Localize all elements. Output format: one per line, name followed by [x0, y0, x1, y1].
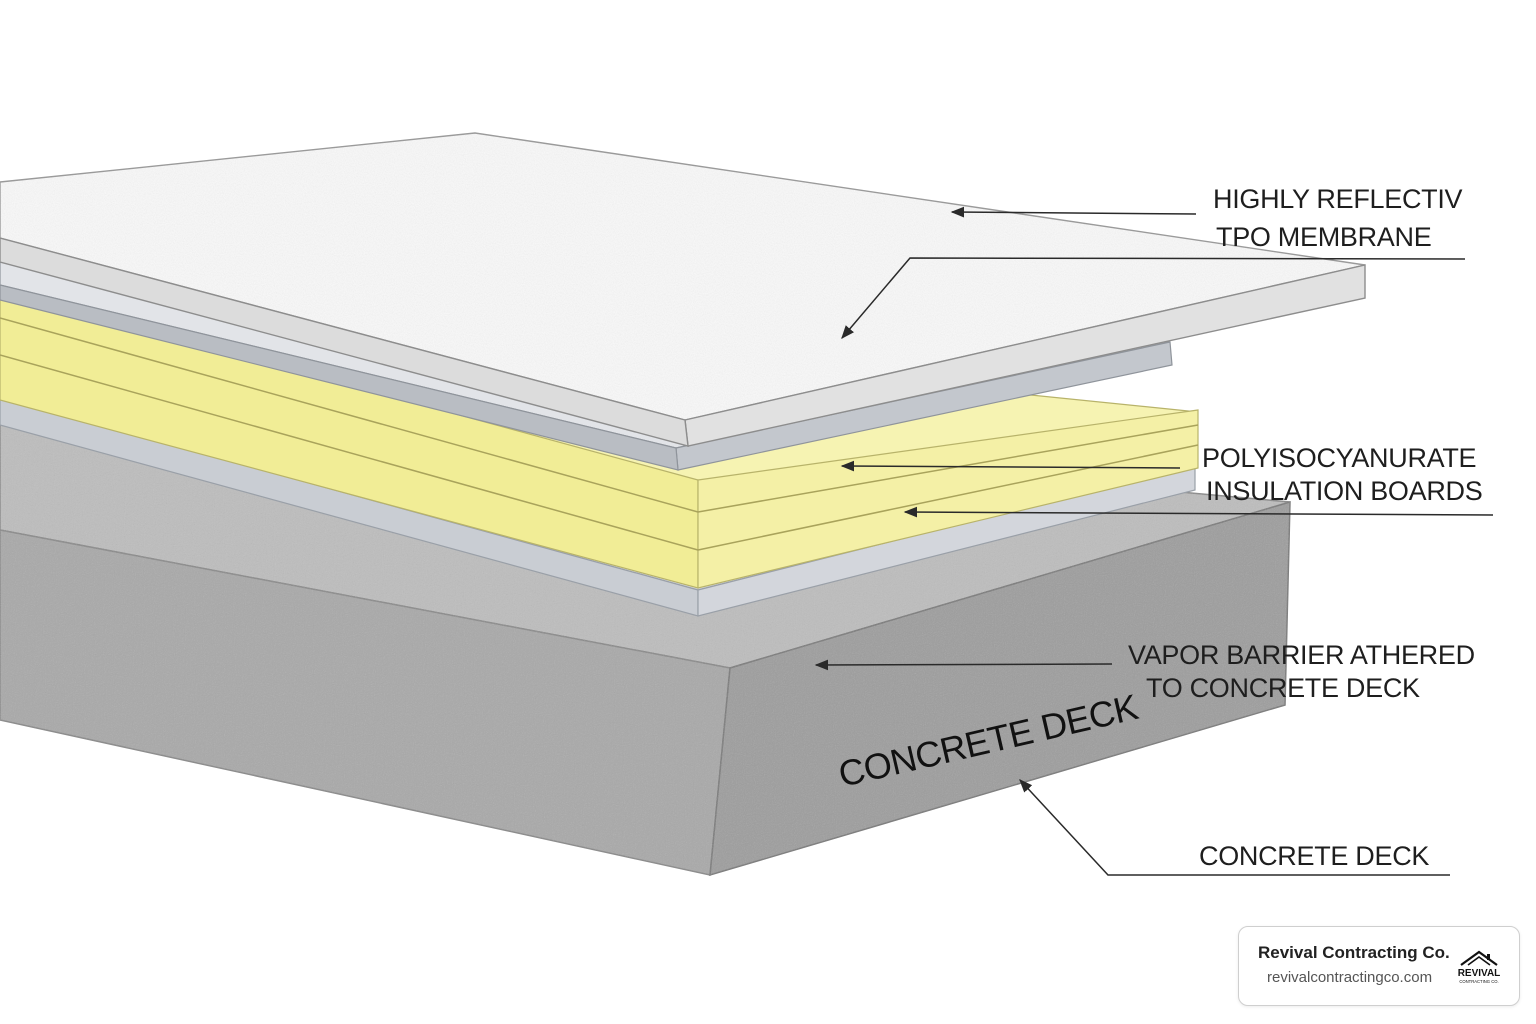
- membrane-leader-2: [841, 257, 1466, 340]
- company-url: revivalcontractingco.com: [1267, 969, 1433, 986]
- deck-leader: [1019, 779, 1450, 876]
- company-name: Revival Contracting Co.: [1258, 943, 1450, 962]
- vapor-callout-line1: VAPOR BARRIER ATHERED: [1128, 640, 1475, 670]
- vapor-callout-line2: TO CONCRETE DECK: [1146, 673, 1420, 703]
- insulation-callout-line1: POLYISOCYANURATE: [1202, 443, 1477, 473]
- logo-wordmark: REVIVAL: [1458, 968, 1501, 979]
- insulation-leader-1: [840, 460, 1181, 472]
- membrane-callout-line1: HIGHLY REFLECTIV: [1213, 184, 1463, 214]
- tpo-membrane-layer: [0, 132, 1366, 447]
- insulation-callout-line2: INSULATION BOARDS: [1206, 476, 1483, 506]
- company-logo-icon: REVIVAL CONTRACTING CO.: [1458, 950, 1501, 984]
- vapor-leader: [814, 659, 1113, 671]
- insulation-front: [697, 409, 1199, 589]
- logo-subtext: CONTRACTING CO.: [1459, 979, 1498, 984]
- membrane-leader-1: [950, 206, 1197, 218]
- insulation-leader-2: [903, 506, 1494, 518]
- company-badge: Revival Contracting Co. revivalcontracti…: [1238, 926, 1520, 1006]
- membrane-callout-line2: TPO MEMBRANE: [1216, 222, 1432, 252]
- leader-lines: [814, 206, 1494, 876]
- concrete-deck-callout: CONCRETE DECK: [1199, 841, 1430, 871]
- membrane-side-edge: [0, 237, 689, 447]
